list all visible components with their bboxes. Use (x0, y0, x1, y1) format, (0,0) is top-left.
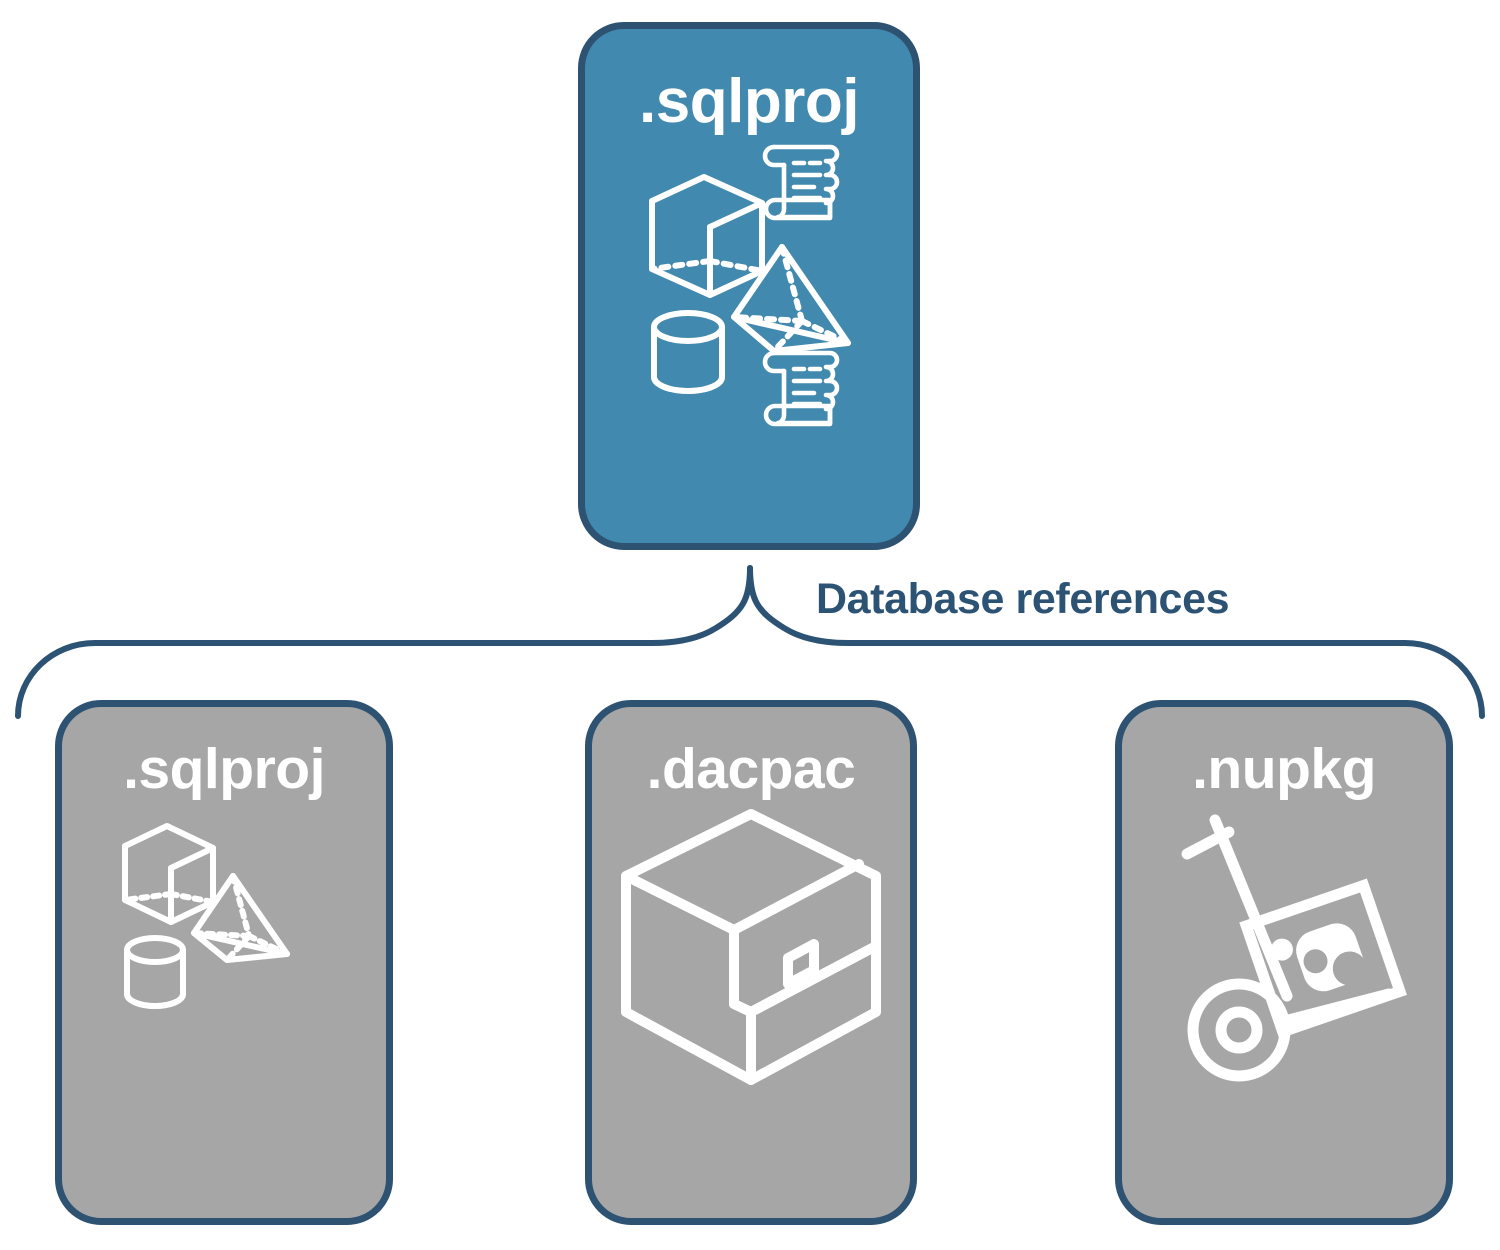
cylinder-wireframe-icon (651, 310, 725, 394)
nuget-package-label-icon (1239, 878, 1407, 1039)
sqlproj-child-icon-group (109, 808, 339, 1053)
node-card-nupkg[interactable]: .nupkg (1115, 700, 1453, 1225)
parent-icon-group (634, 139, 864, 434)
node-title-dacpac: .dacpac (646, 737, 856, 801)
node-title-sqlproj-child: .sqlproj (123, 737, 325, 801)
package-box-icon (621, 809, 881, 1085)
node-title-sqlproj-parent: .sqlproj (639, 67, 859, 136)
node-card-dacpac[interactable]: .dacpac (585, 700, 917, 1225)
pyramid-wireframe-icon (191, 873, 290, 963)
scroll-script-icon (762, 350, 840, 427)
cylinder-wireframe-icon (124, 935, 186, 1009)
nupkg-icon-group (1153, 808, 1415, 1103)
database-references-brace (15, 565, 1485, 719)
dacpac-icon-group (620, 808, 882, 1093)
cube-wireframe-icon (649, 174, 765, 298)
node-title-nupkg: .nupkg (1192, 737, 1376, 801)
pyramid-wireframe-icon (731, 244, 851, 354)
node-card-sqlproj-parent[interactable]: .sqlproj (578, 22, 920, 550)
node-card-sqlproj-child[interactable]: .sqlproj (55, 700, 393, 1225)
connector-label-database-references: Database references (816, 575, 1230, 623)
cube-wireframe-icon (122, 823, 216, 925)
scroll-script-icon (762, 144, 840, 221)
